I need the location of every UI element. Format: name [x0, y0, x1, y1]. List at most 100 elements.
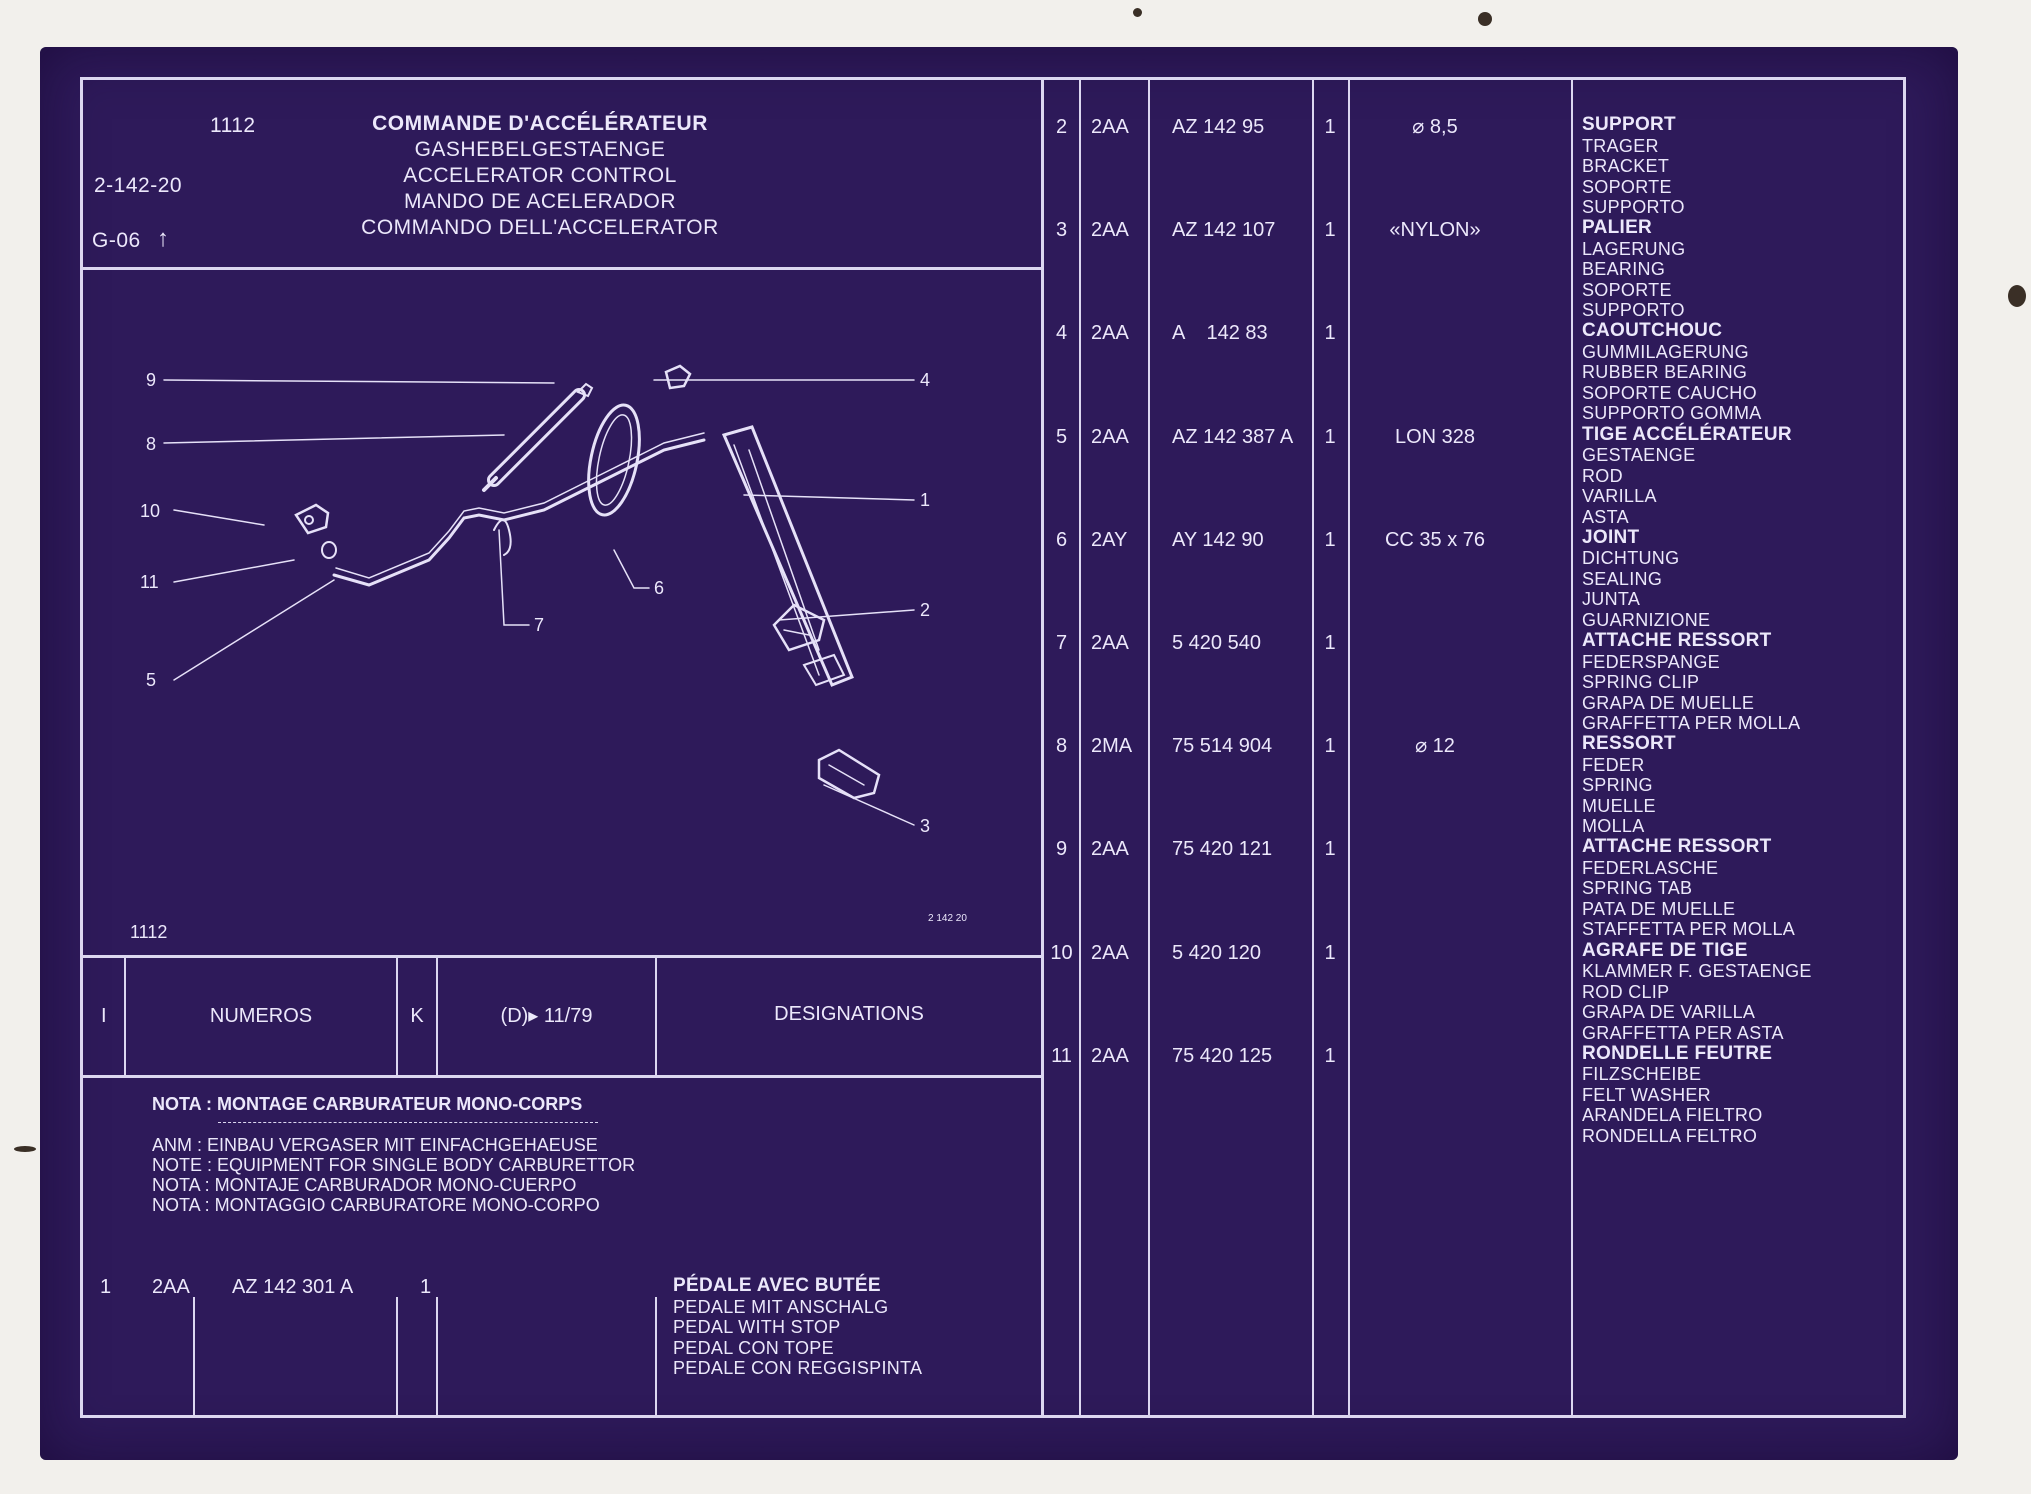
- first-part-code: 2AA: [152, 1276, 190, 1298]
- pedal-part: [721, 425, 854, 687]
- leader-6: [613, 549, 650, 589]
- first-part-number: AZ 142 301 A: [232, 1276, 354, 1298]
- spring-clip-part: [493, 519, 512, 556]
- paper-speck: [2008, 285, 2026, 307]
- rod-part-inner: [335, 432, 705, 579]
- callout-10: 10: [140, 501, 160, 521]
- part-item: 7: [1055, 632, 1068, 654]
- part-code: 2AA: [1091, 425, 1129, 448]
- col-header-designations: DESIGNATIONS: [774, 1003, 924, 1025]
- callout-1: 1: [920, 490, 930, 510]
- part-spec: LON 328: [1394, 425, 1476, 448]
- arrow-up-icon: ↑: [157, 225, 170, 252]
- bracket-part: [772, 603, 826, 652]
- part-qty: 1: [1324, 116, 1336, 138]
- part-qty: 1: [1324, 1044, 1336, 1067]
- bearing-part: [817, 748, 881, 800]
- parts-plate: 1112 2-142-20 G-06 ↑ COMMANDE D'ACCÉLÉRA…: [40, 47, 1958, 1460]
- part-number: 5 420 540: [1172, 632, 1261, 654]
- leader-7: [498, 529, 530, 626]
- part-number: 5 420 120: [1172, 941, 1261, 964]
- col-header-date: (D)▸ 11/79: [500, 1005, 593, 1027]
- part-item: 4: [1055, 322, 1068, 345]
- part-item: 11: [1051, 1044, 1072, 1067]
- group-code: G-06: [92, 229, 141, 252]
- part-qty: 1: [1324, 838, 1336, 861]
- part-qty: 1: [1324, 322, 1336, 345]
- part-code: 2AA: [1091, 838, 1129, 861]
- part-qty: 1: [1324, 219, 1336, 242]
- part-spec: «NYLON»: [1389, 219, 1481, 242]
- callout-7: 7: [534, 615, 544, 635]
- leader-10: [173, 509, 265, 526]
- part-number: 75 420 125: [1172, 1044, 1273, 1067]
- part-code: 2AA: [1091, 941, 1129, 964]
- leader-11: [173, 559, 295, 583]
- callout-8: 8: [146, 434, 156, 454]
- part-spec: ⌀ 12: [1415, 735, 1455, 758]
- col-header-k: K: [410, 1005, 424, 1027]
- exploded-diagram: 9 8 10 11 5 4 1 2 3 7 6: [140, 364, 930, 836]
- part-code: 2AY: [1091, 528, 1128, 551]
- title-de: GASHEBELGESTAENGE: [414, 138, 666, 161]
- callout-6: 6: [654, 578, 664, 598]
- title-es: MANDO DE ACELERADOR: [403, 190, 677, 213]
- title-en: ACCELERATOR CONTROL: [403, 164, 677, 187]
- paper-speck: [1478, 12, 1492, 26]
- part-item: 6: [1055, 528, 1068, 551]
- joint-part: [587, 403, 641, 517]
- part-number: AY 142 90: [1172, 528, 1264, 551]
- part-code: 2AA: [1091, 116, 1129, 138]
- part-item: 8: [1055, 735, 1068, 758]
- leader-9: [163, 379, 555, 384]
- part-item: 5: [1055, 425, 1068, 448]
- part-item: 2: [1055, 116, 1068, 138]
- note-de: ANM : EINBAU VERGASER MIT EINFACHGEHAEUS…: [152, 1135, 598, 1155]
- diagram-ref: 2 142 20: [928, 913, 967, 924]
- leader-5: [173, 579, 335, 681]
- paper-speck: [14, 1146, 36, 1152]
- part-number: AZ 142 107: [1172, 219, 1276, 242]
- part-item: 9: [1055, 838, 1068, 861]
- part-code: 2AA: [1091, 219, 1129, 242]
- part-item: 10: [1050, 941, 1073, 964]
- rubber-bearing-part: [664, 364, 692, 390]
- part-number: AZ 142 387 A: [1172, 425, 1294, 448]
- part-spec: ⌀ 8,5: [1412, 116, 1458, 138]
- plate-code: 1112: [210, 114, 256, 137]
- leader-1: [743, 494, 915, 501]
- title-it: COMMANDO DELL'ACCELERATOR: [361, 216, 719, 239]
- leader-8: [163, 434, 505, 444]
- part-spec: CC 35 x 76: [1384, 528, 1486, 551]
- part-code: 2MA: [1091, 735, 1133, 758]
- rod-clip-part: [294, 503, 330, 535]
- leader-2: [778, 609, 915, 621]
- part-code: 2AA: [1091, 1044, 1129, 1067]
- part-qty: 1: [1324, 425, 1336, 448]
- first-part-designation: PÉDALE AVEC BUTÉE PEDALE MIT ANSCHALG PE…: [673, 1275, 923, 1378]
- part-code: 2AA: [1091, 322, 1129, 345]
- spring-tab-part: [576, 382, 594, 398]
- callout-11: 11: [140, 572, 159, 592]
- title-fr: COMMANDE D'ACCÉLÉRATEUR: [372, 112, 708, 135]
- col-header-numeros: NUMEROS: [209, 1005, 313, 1027]
- plate-frame: [80, 77, 1906, 1418]
- paper-speck: [1133, 8, 1142, 17]
- leader-3: [823, 784, 915, 826]
- first-part-qty: 1: [420, 1276, 432, 1298]
- part-qty: 1: [1324, 528, 1336, 551]
- part-number: 75 514 904: [1172, 735, 1273, 758]
- part-qty: 1: [1324, 632, 1336, 654]
- col-header-i: I: [101, 1005, 107, 1027]
- callout-5: 5: [146, 670, 156, 690]
- callout-3: 3: [920, 816, 930, 836]
- note-fr: NOTA : MONTAGE CARBURATEUR MONO-CORPS: [152, 1094, 583, 1114]
